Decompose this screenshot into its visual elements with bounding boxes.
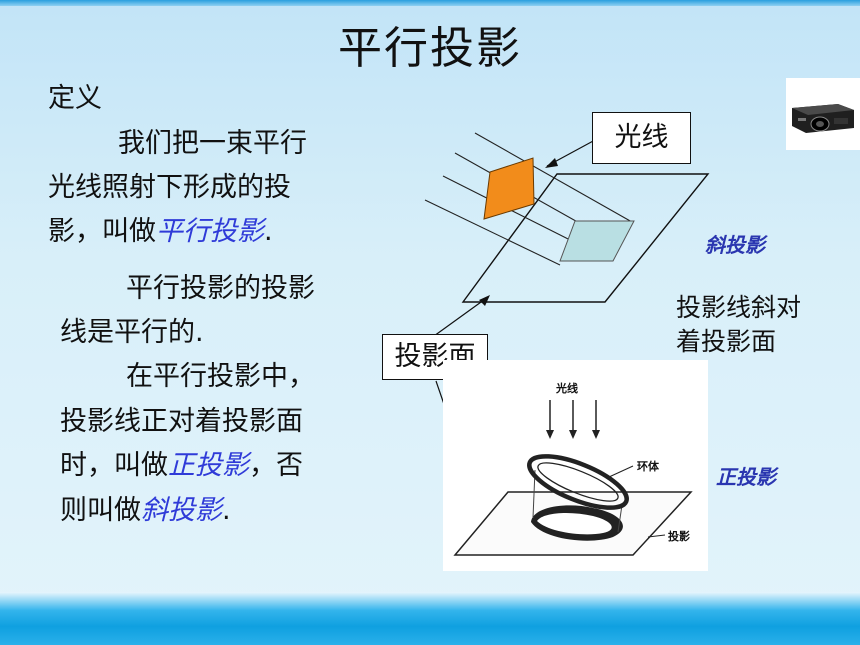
photo-shadow-label: 投影 (668, 530, 690, 543)
term-oblique-projection: 斜投影 (141, 495, 222, 526)
ring-object-inner (537, 462, 619, 502)
oblique-shadow-shape (559, 220, 635, 262)
term-orthographic-projection: 正投影 (168, 450, 249, 481)
arrowhead (479, 295, 490, 306)
projector-icon (786, 78, 860, 150)
ortho-projection-drawing (453, 400, 693, 556)
projector-graphic (792, 104, 854, 133)
projection-line (617, 504, 623, 533)
light-ray (424, 199, 561, 266)
definition-line-3: 影，叫做平行投影. (48, 215, 273, 249)
ortho-projection-figure: 光线 环体 投影 (443, 360, 708, 571)
definition-line-2: 光线照射下形成的投 (48, 172, 291, 203)
pointer-line (433, 296, 489, 337)
projection-plane (461, 173, 710, 303)
definition-heading: 定义 (48, 83, 102, 114)
period: . (222, 495, 231, 526)
arrowhead (546, 430, 554, 439)
para3-line-3: 时，叫做正投影，否 (60, 449, 303, 483)
period: . (264, 216, 273, 247)
slide-title: 平行投影 (338, 23, 522, 74)
para3-line-3-text: 时，叫做 (60, 450, 168, 481)
light-ray (474, 132, 633, 223)
para3-line-1: 在平行投影中， (126, 361, 315, 392)
para3-line-3-end: ，否 (249, 450, 303, 481)
callout-line (608, 465, 634, 478)
photo-light-label: 光线 (556, 382, 578, 395)
orange-object (483, 157, 535, 220)
para3-line-2: 投影线正对着投影面 (60, 406, 303, 437)
bottom-bar (0, 592, 860, 645)
ring-object (527, 454, 629, 510)
para2-line-1: 平行投影的投影 (126, 273, 315, 304)
oblique-caption: 斜投影 (705, 233, 765, 257)
definition-line-3-text: 影，叫做 (48, 216, 156, 247)
ring-shadow-inner (537, 513, 612, 535)
definition-line-1: 我们把一束平行 (118, 128, 307, 159)
ortho-caption: 正投影 (716, 465, 776, 489)
oblique-desc-line-1: 投影线斜对 (676, 293, 802, 322)
light-label-box: 光线 (592, 112, 691, 164)
callout-line (647, 534, 666, 538)
arrowhead (592, 430, 600, 439)
light-ray (442, 175, 591, 251)
para3-line-4: 则叫做斜投影. (60, 494, 231, 528)
top-border (0, 0, 860, 6)
term-parallel-projection: 平行投影 (156, 216, 264, 247)
arrowhead (569, 430, 577, 439)
photo-ring-label: 环体 (637, 460, 659, 473)
arrowhead (545, 158, 558, 168)
para2-line-2: 线是平行的. (60, 317, 204, 348)
para3-line-4-text: 则叫做 (60, 495, 141, 526)
oblique-desc-line-2: 着投影面 (676, 327, 777, 356)
